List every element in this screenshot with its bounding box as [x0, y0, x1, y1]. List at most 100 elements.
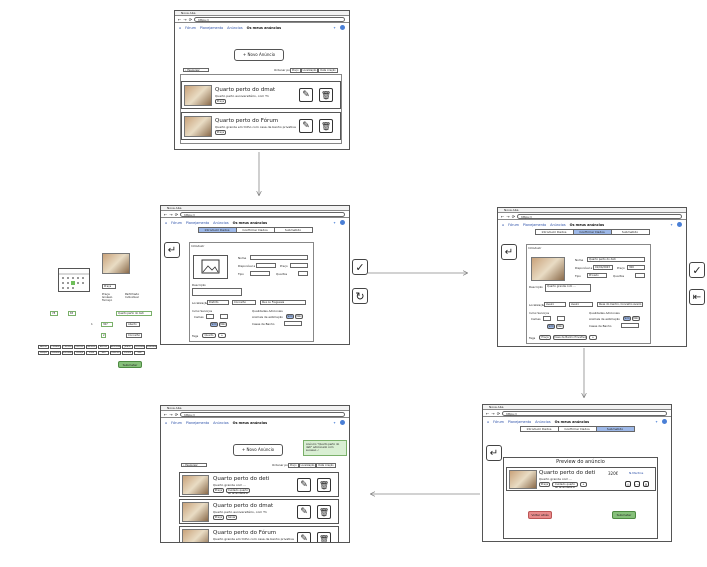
add-tag-button[interactable]: + — [218, 333, 226, 338]
close-icon[interactable]: × — [643, 481, 649, 487]
edit-icon[interactable]: ✎ — [297, 478, 311, 492]
side-value[interactable]: 307 — [101, 322, 113, 327]
avatar[interactable] — [340, 420, 345, 425]
home-icon[interactable]: ⌂ — [165, 420, 168, 425]
price-input[interactable]: 300 — [627, 265, 645, 270]
crumb-planning[interactable]: Planejamento — [199, 25, 224, 30]
street-input[interactable]: Rua ou Freguesia — [260, 300, 306, 305]
sort-tab-price[interactable]: Preço — [288, 463, 299, 468]
wc-input[interactable] — [557, 316, 565, 321]
home-icon[interactable]: ⌂ — [179, 25, 182, 30]
desc-input[interactable]: Quarto grande com ... — [545, 284, 591, 292]
trash-icon[interactable]: 🗑 — [317, 532, 331, 542]
reload-icon[interactable]: ⟳ — [496, 410, 501, 416]
ad-card[interactable]: Quarto perto do deti Quarto grande com .… — [179, 472, 339, 497]
council-select[interactable]: Aveiro — [569, 302, 593, 307]
side-tag-button[interactable]: Animais — [86, 345, 97, 349]
side-tag-button[interactable]: Terraço — [74, 351, 85, 355]
ad-card[interactable]: Quarto perto do dmat Quarto perto aunive… — [181, 81, 341, 109]
side-tag-button[interactable]: Internet — [74, 345, 85, 349]
type-select[interactable] — [250, 271, 270, 276]
side-tag-button[interactable]: Vista — [86, 351, 97, 355]
browser-tab[interactable]: Nova Aba — [498, 208, 686, 213]
side-tag-button[interactable]: Wifi — [98, 351, 109, 355]
sort-tab-location[interactable]: Localização — [298, 463, 317, 468]
side-select[interactable]: Aberto — [126, 322, 140, 327]
avatar[interactable] — [340, 220, 345, 225]
option-yes[interactable]: Sim — [547, 324, 555, 329]
forward-icon[interactable]: → — [506, 213, 510, 219]
crumb-ads[interactable]: Anúncios — [213, 420, 229, 425]
back-arrow-button[interactable]: ↵ — [501, 244, 517, 260]
pets-yes[interactable]: Sim — [286, 314, 294, 319]
more-icon[interactable]: ⋯ — [634, 481, 640, 487]
name-input[interactable]: Quarto perto do deti — [587, 257, 645, 262]
avatar[interactable] — [662, 419, 667, 424]
back-arrow-button[interactable]: ↵ — [164, 242, 180, 258]
desc-input[interactable] — [192, 288, 242, 296]
district-select[interactable]: Aveiro — [544, 302, 566, 307]
beds-input[interactable] — [206, 314, 214, 319]
crumb-ads[interactable]: Anúncios — [550, 222, 566, 227]
crumb-ads[interactable]: Anúncios — [227, 25, 243, 30]
side-tag-button[interactable]: Gás — [134, 351, 145, 355]
bell-icon[interactable]: ✦ — [333, 420, 336, 425]
reload-icon[interactable]: ⟳ — [188, 16, 193, 22]
tag-chip[interactable]: Praça — [539, 335, 551, 340]
side-tag-button[interactable]: Jardim — [122, 345, 133, 349]
browser-tab[interactable]: Nova Aba — [161, 406, 349, 411]
side-value[interactable]: 65 — [68, 311, 76, 316]
pets-no[interactable]: Não — [295, 314, 303, 319]
rooms-input[interactable] — [635, 273, 645, 278]
search-input[interactable]: ⌕ Pesquisar — [181, 463, 207, 467]
browser-tab[interactable]: Nova Aba — [483, 405, 671, 410]
back-icon[interactable]: ← — [501, 213, 505, 219]
forward-icon[interactable]: → — [169, 411, 173, 417]
tag-chip[interactable]: Quarto — [202, 333, 216, 338]
bell-icon[interactable]: ✦ — [333, 220, 336, 225]
home-icon[interactable]: ⌂ — [502, 222, 505, 227]
url-bar[interactable]: https:// — [194, 16, 345, 22]
side-tag-button[interactable]: Acesso — [98, 345, 109, 349]
wc-select[interactable] — [621, 323, 639, 328]
side-tag-button[interactable]: Varanda — [50, 351, 61, 355]
back-icon[interactable]: ← — [164, 211, 168, 217]
browser-tab[interactable]: Nova Aba — [175, 11, 349, 16]
side-tag-button[interactable]: Cozinha — [62, 345, 73, 349]
name-input[interactable] — [250, 255, 308, 260]
crumb-forum[interactable]: Fórum — [508, 222, 519, 227]
pets-yes[interactable]: Sim — [623, 316, 631, 321]
edit-icon[interactable]: ✎ — [299, 88, 313, 102]
sort-tab-price[interactable]: Preço — [290, 68, 301, 73]
search-input[interactable]: ⌕ Pesquisar — [183, 68, 209, 72]
option-item[interactable]: Terraço — [102, 298, 113, 302]
side-tag-button[interactable]: Arrendamento — [110, 345, 121, 349]
side-select[interactable]: Concelho — [126, 333, 142, 338]
confirm-button[interactable]: ✓ — [689, 262, 705, 278]
new-ad-button[interactable]: + Novo Anúncio — [234, 49, 284, 61]
edit-icon[interactable]: ✎ — [299, 119, 313, 133]
crumb-planning[interactable]: Planejamento — [507, 419, 532, 424]
star-icon[interactable]: ☆ — [625, 481, 631, 487]
side-tag-button[interactable]: Elevador — [62, 351, 73, 355]
crumb-planning[interactable]: Planejamento — [522, 222, 547, 227]
option-item[interactable]: Ginásio — [102, 295, 113, 299]
avail-input[interactable]: 01/04/2023 — [593, 265, 613, 270]
tag-chip[interactable]: Casa de Banho Privativa — [553, 335, 587, 340]
trash-icon[interactable]: 🗑 — [319, 88, 333, 102]
side-name-input[interactable]: Quarto perto do deti — [116, 311, 152, 316]
wc-input[interactable] — [220, 314, 228, 319]
street-input[interactable]: Ruas do Centro, Concelho Aveiro — [597, 302, 643, 307]
back-icon[interactable]: ← — [178, 16, 182, 22]
confirm-button[interactable]: ✓ — [352, 259, 368, 275]
crumb-planning[interactable]: Planejamento — [185, 420, 210, 425]
trash-icon[interactable]: 🗑 — [317, 505, 331, 519]
type-select[interactable]: Privado — [587, 273, 607, 278]
edit-icon[interactable]: ✎ — [297, 532, 311, 542]
price-input[interactable] — [290, 263, 308, 268]
url-bar[interactable]: https:// — [517, 213, 682, 219]
url-bar[interactable]: https:// — [180, 211, 345, 217]
back-icon[interactable]: ← — [164, 411, 168, 417]
avatar[interactable] — [340, 25, 345, 30]
reset-button[interactable]: ↻ — [352, 288, 368, 304]
